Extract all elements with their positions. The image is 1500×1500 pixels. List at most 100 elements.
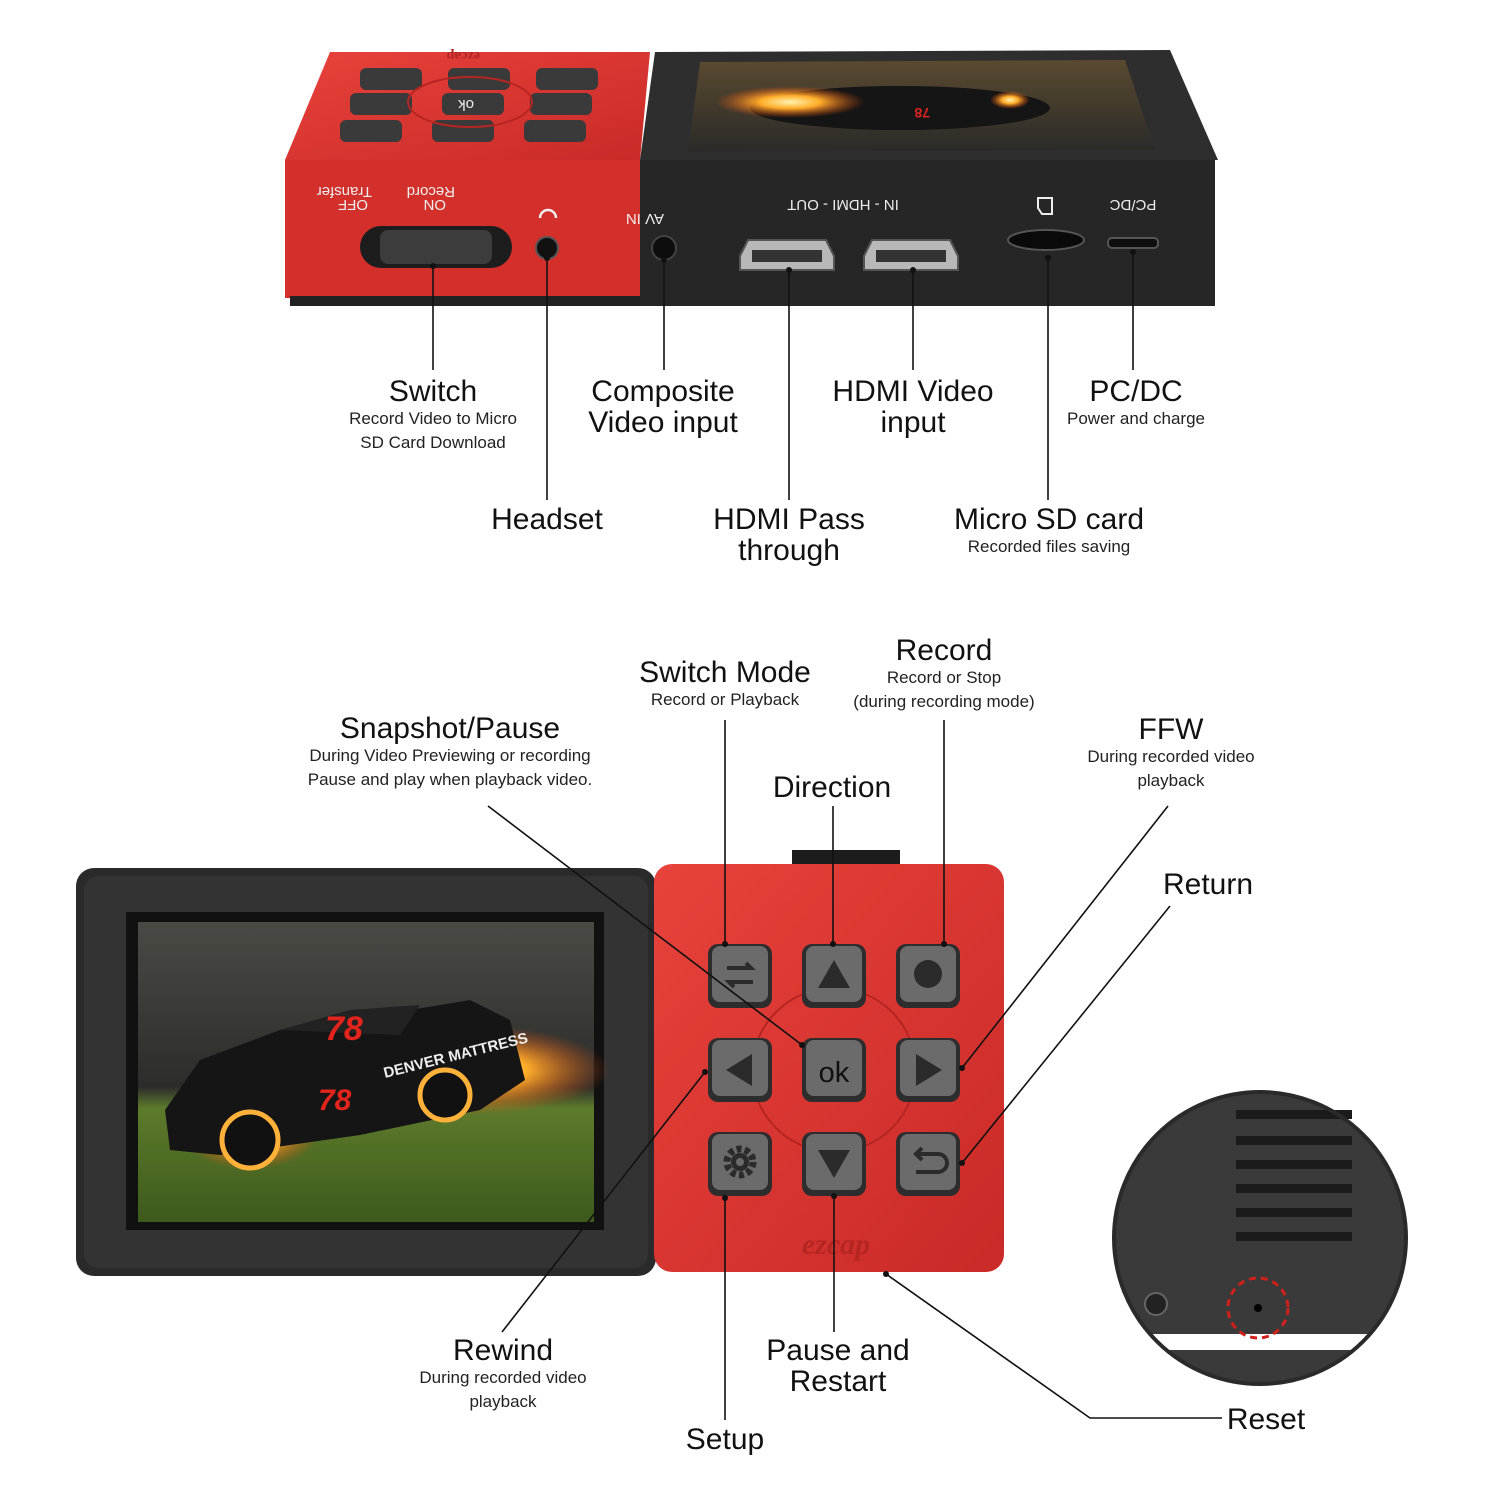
- label-microsd: Micro SD card Recorded files saving: [938, 504, 1160, 559]
- ok-label: ok: [819, 1057, 850, 1089]
- label-ffw-title: FFW: [1138, 713, 1204, 746]
- label-hdmi-input-title-2: input: [880, 406, 946, 439]
- label-rewind-desc-1: During recorded video: [419, 1368, 587, 1387]
- top-screen-fire: [715, 86, 865, 118]
- button-up[interactable]: [802, 944, 866, 1008]
- svg-text:78: 78: [318, 1084, 352, 1117]
- top-switch-knob[interactable]: [380, 230, 492, 264]
- button-return[interactable]: [896, 1132, 960, 1196]
- reset-marker: [1226, 1276, 1290, 1340]
- microsd-slot: [1007, 229, 1085, 251]
- gear-icon: [723, 1145, 757, 1179]
- label-record-desc-1: Record or Stop: [886, 668, 1002, 687]
- label-pcdc-title: PC/DC: [1089, 375, 1183, 408]
- return-icon: [913, 1146, 949, 1174]
- svg-text:78: 78: [325, 1010, 363, 1048]
- av-in-mark: AV IN: [626, 210, 664, 227]
- av-in-jack: [651, 235, 677, 261]
- up-arrow-icon: [818, 960, 850, 988]
- button-left[interactable]: [708, 1038, 772, 1102]
- hdmi-mark: IN - HDMI - OUT: [787, 196, 899, 213]
- label-record: Record Record or Stop (during recording …: [834, 635, 1054, 714]
- label-rewind-desc-2: playback: [469, 1392, 537, 1411]
- panel-brand: ezcap: [802, 1228, 870, 1261]
- record-dot-icon: [914, 960, 942, 988]
- label-pause-restart-title-1: Pause and: [766, 1334, 910, 1367]
- bottom-leader-lines: [487, 720, 1222, 1420]
- label-snapshot-title: Snapshot/Pause: [339, 712, 561, 745]
- top-leader-lines: [432, 252, 1134, 500]
- top-device-red-base: [290, 296, 640, 306]
- top-switch-mark-on: ON: [424, 196, 447, 213]
- label-return-title: Return: [1162, 868, 1254, 901]
- bottom-device: 78 78 DENVER MATTRESS: [76, 850, 1004, 1276]
- label-setup-title: Setup: [685, 1423, 765, 1456]
- top-keypad: [340, 68, 598, 142]
- label-composite: Composite Video input: [568, 376, 758, 438]
- label-rewind: Rewind During recorded video playback: [400, 1335, 606, 1414]
- top-device: ok ezcap 78 ON Record OFF Transfer AV IN…: [285, 48, 1218, 306]
- pcdc-port: [1107, 237, 1159, 249]
- top-ok-mark: ok: [458, 96, 474, 113]
- label-direction-title: Direction: [772, 771, 892, 804]
- label-pause-restart: Pause and Restart: [738, 1335, 938, 1397]
- top-switch-mark-transfer: Transfer: [317, 183, 372, 200]
- label-ffw-desc-1: During recorded video: [1087, 747, 1255, 766]
- microsd-mark-icon: [1037, 197, 1053, 215]
- label-ffw-desc-2: playback: [1137, 771, 1205, 790]
- label-switch-desc-1: Record Video to Micro: [349, 409, 517, 428]
- label-snapshot: Snapshot/Pause During Video Previewing o…: [280, 713, 620, 792]
- reset-zoom: [1112, 1090, 1408, 1386]
- label-composite-title-2: Video input: [588, 406, 738, 439]
- svg-text:78: 78: [914, 105, 930, 121]
- reset-hole[interactable]: [1254, 1304, 1262, 1312]
- down-arrow-icon: [818, 1150, 850, 1178]
- label-hdmi-input-title-1: HDMI Video: [832, 375, 994, 408]
- label-record-title: Record: [895, 634, 993, 667]
- label-pause-restart-title-2: Restart: [789, 1365, 887, 1398]
- top-device-black-front: [640, 160, 1215, 306]
- top-switch-mark-record: Record: [407, 183, 455, 200]
- label-hdmi-pass: HDMI Pass through: [689, 504, 889, 566]
- label-hdmi-pass-title-2: through: [738, 534, 840, 567]
- label-switch-mode: Switch Mode Record or Playback: [620, 657, 830, 712]
- label-microsd-title: Micro SD card: [953, 503, 1145, 536]
- button-setup[interactable]: [708, 1132, 772, 1196]
- label-pcdc-desc: Power and charge: [1067, 409, 1205, 428]
- button-record[interactable]: [896, 944, 960, 1008]
- right-arrow-icon: [916, 1054, 942, 1086]
- label-snapshot-desc-1: During Video Previewing or recording: [309, 746, 591, 765]
- button-down[interactable]: [802, 1132, 866, 1196]
- pcdc-mark: PC/DC: [1109, 196, 1156, 213]
- button-ok[interactable]: ok: [802, 1038, 866, 1102]
- label-headset: Headset: [467, 504, 627, 535]
- label-headset-title: Headset: [491, 503, 603, 536]
- label-reset-title: Reset: [1226, 1403, 1306, 1436]
- switch-mode-icon: [724, 961, 756, 989]
- label-switch: Switch Record Video to Micro SD Card Dow…: [333, 376, 533, 455]
- label-record-desc-2: (during recording mode): [853, 692, 1035, 711]
- label-snapshot-desc-2: Pause and play when playback video.: [307, 770, 593, 789]
- top-brand-mark: ezcap: [446, 48, 480, 63]
- button-right[interactable]: [896, 1038, 960, 1102]
- label-ffw: FFW During recorded video playback: [1068, 714, 1274, 793]
- top-switch-mark-off: OFF: [338, 196, 368, 213]
- screen-race-car: 78 78 DENVER MATTRESS: [165, 1000, 610, 1171]
- label-switch-title: Switch: [388, 375, 478, 408]
- label-direction: Direction: [752, 772, 912, 803]
- headset-mark-icon: [538, 208, 558, 219]
- label-microsd-desc: Recorded files saving: [967, 537, 1131, 556]
- label-pcdc: PC/DC Power and charge: [1046, 376, 1226, 431]
- label-composite-title-1: Composite: [591, 375, 735, 408]
- label-rewind-title: Rewind: [452, 1334, 554, 1367]
- label-reset: Reset: [1218, 1404, 1314, 1435]
- label-setup: Setup: [665, 1424, 785, 1455]
- label-hdmi-pass-title-1: HDMI Pass: [713, 503, 865, 536]
- label-return: Return: [1138, 869, 1278, 900]
- label-switch-mode-desc: Record or Playback: [650, 690, 800, 709]
- left-arrow-icon: [726, 1054, 752, 1086]
- label-switch-mode-title: Switch Mode: [639, 656, 811, 689]
- label-hdmi-input: HDMI Video input: [808, 376, 1018, 438]
- label-switch-desc-2: SD Card Download: [360, 433, 506, 452]
